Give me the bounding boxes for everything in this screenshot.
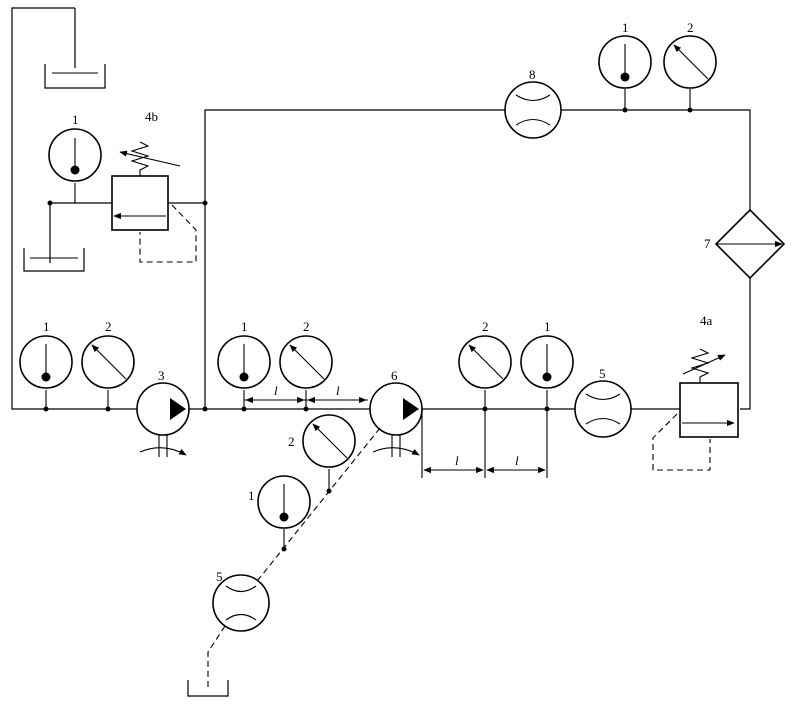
svg-text:6: 6 [391, 368, 398, 383]
svg-text:l: l [274, 383, 278, 398]
svg-text:8: 8 [529, 67, 536, 82]
needle-gauge-top-right: 2 [663, 20, 717, 110]
svg-text:4a: 4a [700, 313, 713, 328]
pressure-gauge-bottom-left: 1 [19, 319, 73, 409]
junction-dots [43, 107, 693, 552]
needle-gauge-suction: 2 [288, 414, 356, 491]
svg-text:1: 1 [248, 488, 255, 503]
flowmeter-5-suction: 5 [212, 569, 270, 632]
svg-text:2: 2 [687, 20, 694, 35]
svg-text:5: 5 [599, 366, 606, 381]
flowmeter-8-top: 8 [504, 67, 562, 139]
relief-valve-4a: 4a [652, 313, 739, 471]
tank-left [23, 248, 85, 272]
pressure-gauge-mid-right: 1 [520, 319, 574, 409]
svg-text:1: 1 [72, 112, 79, 127]
dimension-spacing-pump6: l l [421, 409, 548, 478]
relief-valve-4b: 4b [111, 109, 197, 263]
svg-text:1: 1 [43, 319, 50, 334]
needle-gauge-bottom-left: 2 [81, 319, 135, 409]
dimension-spacing-pump3: l l [244, 383, 368, 404]
test-pump-6: 6 [369, 368, 423, 457]
tank-bottom [187, 680, 229, 697]
svg-text:l: l [336, 383, 340, 398]
svg-text:l: l [455, 453, 459, 468]
pressure-gauge-left-upper: 1 [48, 112, 102, 203]
svg-text:2: 2 [288, 434, 295, 449]
suction-line [207, 427, 381, 690]
filter-7: 7 [704, 208, 786, 280]
pressure-gauge-top-right: 1 [598, 20, 652, 110]
svg-text:7: 7 [704, 236, 711, 251]
svg-text:5: 5 [216, 569, 223, 584]
svg-text:2: 2 [105, 319, 112, 334]
svg-text:1: 1 [622, 20, 629, 35]
svg-text:l: l [515, 453, 519, 468]
svg-text:2: 2 [482, 319, 489, 334]
needle-gauge-mid-left: 2 [279, 319, 333, 409]
pump-3: 3 [136, 368, 190, 457]
needle-gauge-mid-right: 2 [458, 319, 512, 409]
svg-text:1: 1 [241, 319, 248, 334]
svg-text:4b: 4b [145, 109, 158, 124]
svg-text:3: 3 [158, 368, 165, 383]
flowmeter-5-main: 5 [574, 366, 632, 438]
svg-text:2: 2 [303, 319, 310, 334]
pressure-gauge-suction: 1 [248, 475, 311, 549]
svg-text:1: 1 [544, 319, 551, 334]
pressure-gauge-mid-left: 1 [217, 319, 271, 409]
tank-top [44, 64, 106, 89]
